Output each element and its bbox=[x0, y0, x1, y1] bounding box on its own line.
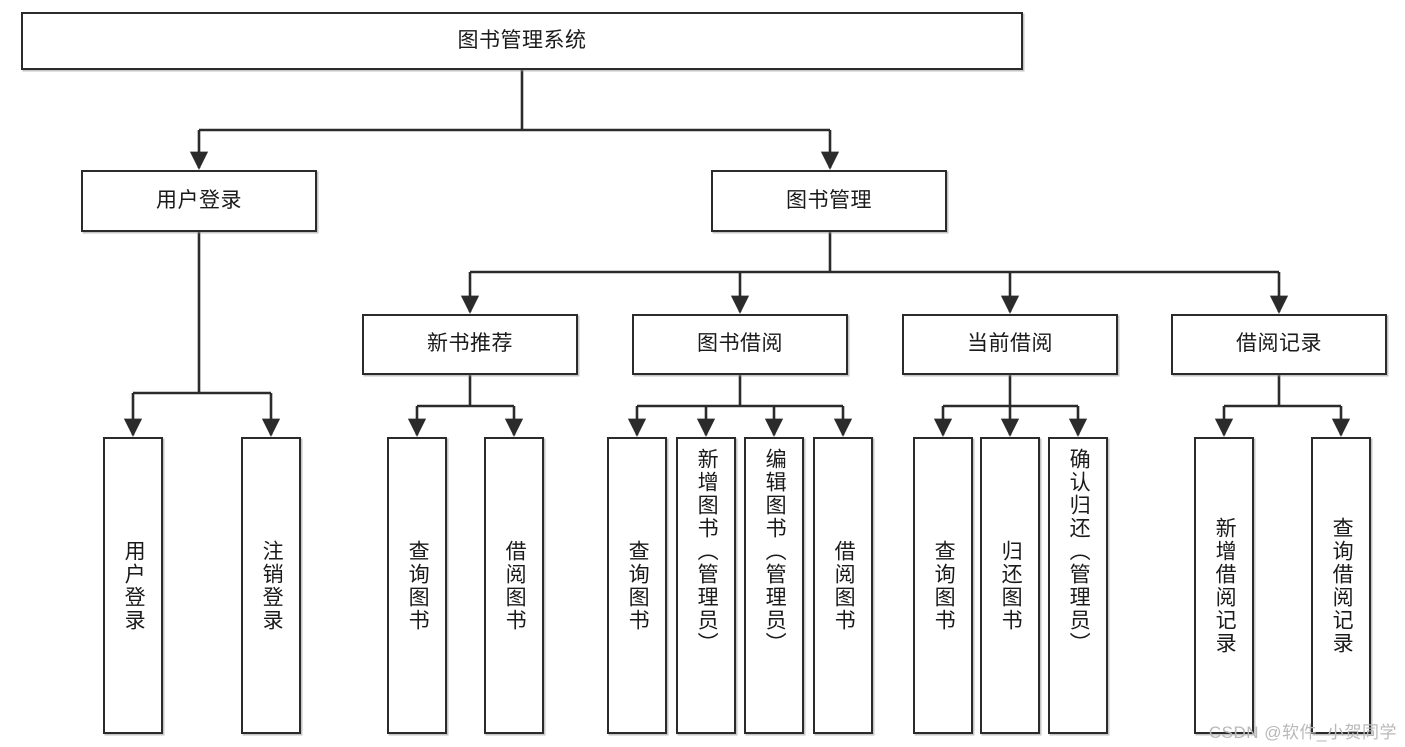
node-leaf-cb-query-book-label: 查询图书 bbox=[932, 539, 956, 632]
node-root[interactable]: 图书管理系统 bbox=[21, 12, 1023, 70]
node-leaf-user-login[interactable]: 用户登录 bbox=[103, 437, 163, 734]
node-leaf-user-logout[interactable]: 注销登录 bbox=[241, 437, 301, 734]
node-new-book-recommend-label: 新书推荐 bbox=[427, 332, 513, 356]
node-leaf-br-add-record-label: 新增借阅记录 bbox=[1213, 516, 1237, 655]
node-book-management[interactable]: 图书管理 bbox=[711, 170, 947, 232]
node-borrow-record[interactable]: 借阅记录 bbox=[1171, 314, 1387, 375]
node-leaf-cb-confirm-return[interactable]: 确认归还（管理员） bbox=[1048, 437, 1108, 734]
node-leaf-bb-add-book[interactable]: 新增图书（管理员） bbox=[676, 437, 736, 734]
node-book-management-label: 图书管理 bbox=[786, 188, 872, 212]
node-leaf-user-login-label: 用户登录 bbox=[122, 539, 146, 632]
node-leaf-rec-borrow-book[interactable]: 借阅图书 bbox=[484, 437, 544, 734]
node-leaf-cb-return-book[interactable]: 归还图书 bbox=[980, 437, 1040, 734]
node-user-login-label: 用户登录 bbox=[156, 188, 242, 212]
node-leaf-br-query-record-label: 查询借阅记录 bbox=[1330, 516, 1354, 655]
node-leaf-bb-borrow-book[interactable]: 借阅图书 bbox=[813, 437, 873, 734]
node-leaf-bb-edit-book-label: 编辑图书（管理员） bbox=[763, 448, 787, 655]
node-leaf-cb-return-book-label: 归还图书 bbox=[999, 539, 1023, 632]
node-leaf-cb-query-book[interactable]: 查询图书 bbox=[913, 437, 973, 734]
node-leaf-bb-add-book-label: 新增图书（管理员） bbox=[695, 448, 719, 655]
node-current-borrow-label: 当前借阅 bbox=[967, 332, 1053, 356]
node-leaf-cb-confirm-return-label: 确认归还（管理员） bbox=[1067, 448, 1091, 655]
node-borrow-record-label: 借阅记录 bbox=[1236, 332, 1322, 356]
node-book-borrow[interactable]: 图书借阅 bbox=[632, 314, 848, 375]
node-leaf-bb-borrow-book-label: 借阅图书 bbox=[832, 539, 856, 632]
node-leaf-br-add-record[interactable]: 新增借阅记录 bbox=[1194, 437, 1254, 734]
node-book-borrow-label: 图书借阅 bbox=[697, 332, 783, 356]
node-leaf-bb-edit-book[interactable]: 编辑图书（管理员） bbox=[744, 437, 804, 734]
node-new-book-recommend[interactable]: 新书推荐 bbox=[362, 314, 578, 375]
node-leaf-rec-query-book[interactable]: 查询图书 bbox=[387, 437, 447, 734]
node-leaf-user-logout-label: 注销登录 bbox=[260, 539, 284, 632]
node-user-login[interactable]: 用户登录 bbox=[81, 170, 317, 232]
node-leaf-rec-query-book-label: 查询图书 bbox=[406, 539, 430, 632]
watermark: CSDN @软件_小贺同学 bbox=[1208, 723, 1397, 742]
node-leaf-bb-query-book-label: 查询图书 bbox=[626, 539, 650, 632]
node-leaf-rec-borrow-book-label: 借阅图书 bbox=[503, 539, 527, 632]
node-root-label: 图书管理系统 bbox=[457, 28, 587, 52]
node-leaf-br-query-record[interactable]: 查询借阅记录 bbox=[1311, 437, 1371, 734]
node-leaf-bb-query-book[interactable]: 查询图书 bbox=[607, 437, 667, 734]
node-current-borrow[interactable]: 当前借阅 bbox=[902, 314, 1118, 375]
